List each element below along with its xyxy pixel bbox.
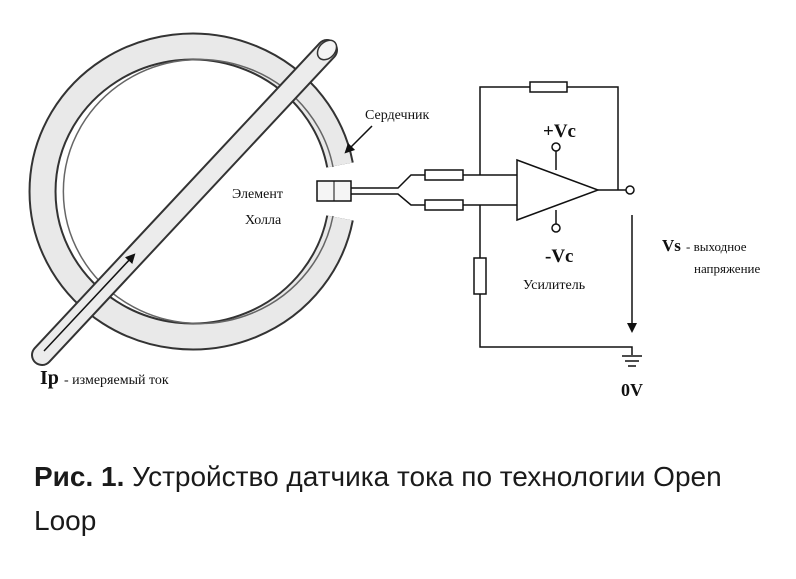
minus-supply-terminal (551, 223, 561, 233)
plus-supply-terminal (551, 142, 561, 152)
output-voltage-symbol: Vs (662, 236, 681, 255)
plus-vc-label: +Vc (543, 121, 576, 142)
output-voltage-label-line1: - выходное (686, 239, 747, 254)
figure-caption-prefix: Рис. 1. (34, 461, 125, 492)
hall-element-label-line2: Холла (245, 213, 282, 228)
output-terminal (625, 185, 635, 195)
measured-current-symbol: Ip (40, 367, 59, 389)
feedback-resistor (529, 81, 568, 93)
conductor (31, 39, 338, 366)
measured-current-label: - измеряемый ток (64, 373, 169, 388)
hall-sensor-diagram: Сердечник Элемент Холла +Vc -Vc Усилител… (28, 32, 760, 400)
core-label: Сердечник (365, 108, 430, 123)
ground-resistor (473, 257, 487, 295)
ground-label: 0V (621, 380, 643, 400)
hall-element-label-line1: Элемент (232, 187, 283, 202)
figure-caption: Рис. 1. Устройство датчика тока по техно… (34, 455, 774, 543)
magnetic-core (28, 32, 354, 351)
core-pointer-arrow (344, 125, 373, 154)
circuit-wires (463, 86, 633, 355)
current-arrow (43, 253, 136, 352)
input-resistor-lower (424, 199, 464, 211)
minus-vc-label: -Vc (545, 246, 573, 267)
output-voltage-label-line2: напряжение (694, 261, 760, 276)
ground-symbol (622, 355, 642, 367)
amplifier-label: Усилитель (523, 278, 585, 293)
figure-caption-text: Устройство датчика тока по технологии Op… (34, 461, 722, 536)
amplifier-triangle (516, 158, 601, 222)
input-resistor-upper (424, 169, 464, 181)
hall-leads (351, 174, 425, 206)
